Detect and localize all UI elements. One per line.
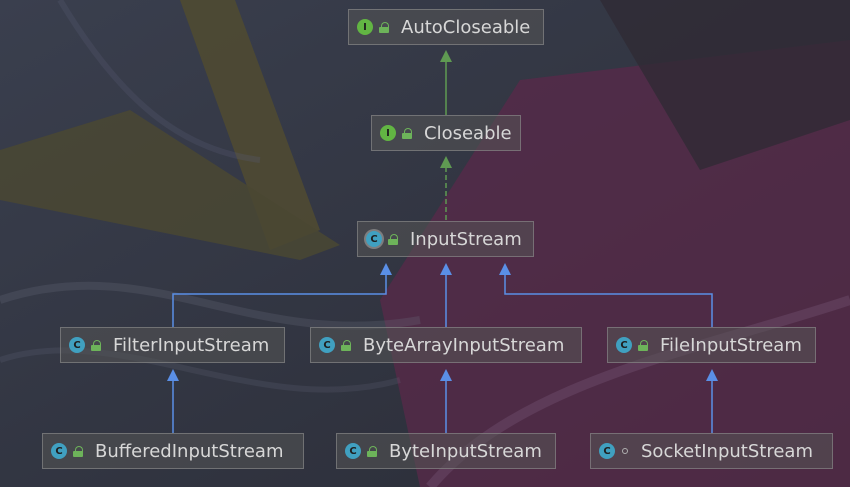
node-closeable[interactable]: I Closeable [371,115,521,151]
package-private-icon [621,447,629,455]
node-bytearrayinputstream[interactable]: C ByteArrayInputStream [310,327,582,363]
node-socketinputstream[interactable]: C SocketInputStream [590,433,833,469]
interface-icon: I [380,125,396,141]
node-label: FilterInputStream [113,334,270,356]
node-label: ByteArrayInputStream [363,334,565,356]
node-label: ByteInputStream [389,440,542,462]
edge-socketinputstream-fileinputstream [706,369,718,433]
node-label: SocketInputStream [641,440,813,462]
node-label: FileInputStream [660,334,802,356]
class-icon: C [599,443,615,459]
node-label: Closeable [424,122,512,144]
lock-icon [379,21,389,33]
edge-bytearrayinputstream-inputstream [440,263,452,327]
edge-byteinputstream-bytearrayinputstream [440,369,452,433]
interface-icon: I [357,19,373,35]
node-inputstream[interactable]: C InputStream [357,221,534,257]
class-icon: C [51,443,67,459]
lock-icon [73,445,83,457]
edge-inputstream-closeable [440,156,452,220]
node-label: BufferedInputStream [95,440,284,462]
lock-icon [638,339,648,351]
class-icon: C [319,337,335,353]
node-autocloseable[interactable]: I AutoCloseable [348,9,544,45]
lock-icon [91,339,101,351]
node-label: InputStream [410,228,522,250]
node-fileinputstream[interactable]: C FileInputStream [607,327,816,363]
abstract-class-icon: C [366,231,382,247]
edge-filterinputstream-inputstream [172,263,392,327]
node-filterinputstream[interactable]: C FilterInputStream [60,327,285,363]
lock-icon [388,233,398,245]
class-icon: C [69,337,85,353]
edge-fileinputstream-inputstream [499,263,713,327]
edge-closeable-autocloseable [440,50,452,115]
node-label: AutoCloseable [401,16,531,38]
class-icon: C [616,337,632,353]
lock-icon [367,445,377,457]
class-icon: C [345,443,361,459]
node-byteinputstream[interactable]: C ByteInputStream [336,433,556,469]
lock-icon [341,339,351,351]
edge-bufferedinputstream-filterinputstream [167,369,179,433]
lock-icon [402,127,412,139]
node-bufferedinputstream[interactable]: C BufferedInputStream [42,433,304,469]
